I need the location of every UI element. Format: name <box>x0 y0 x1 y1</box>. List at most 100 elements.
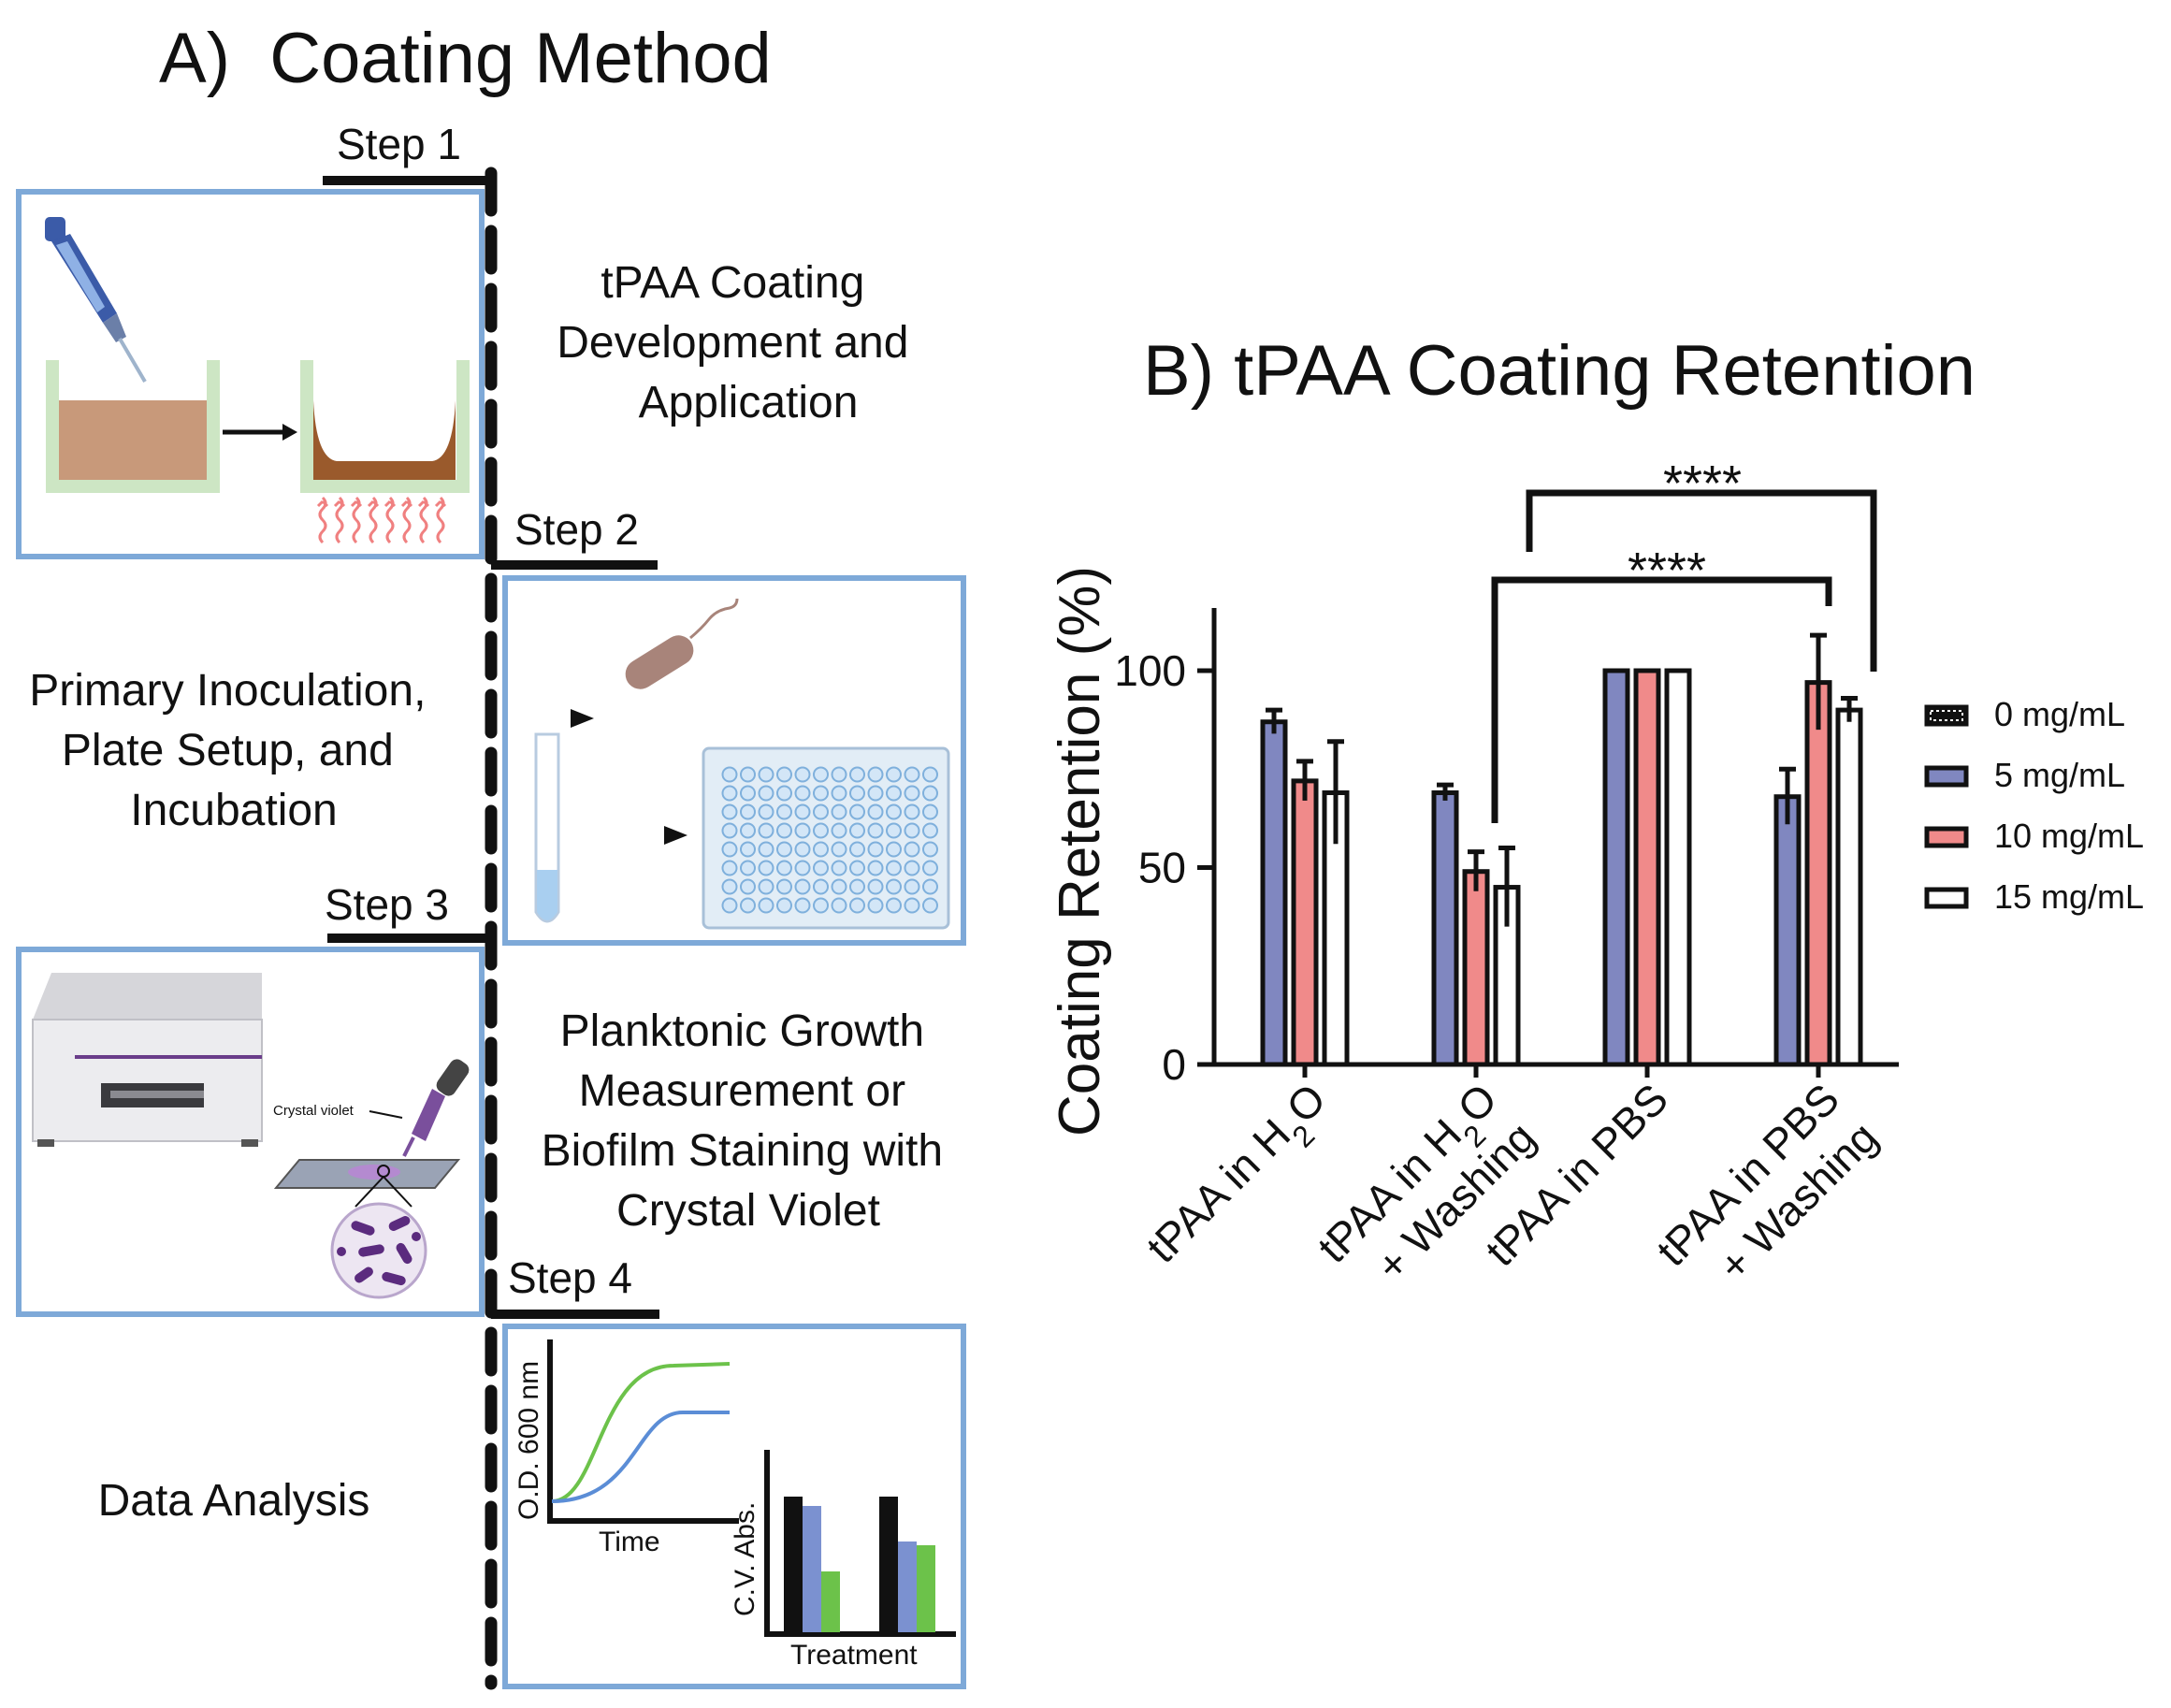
panel-b: B) tPAA Coating Retention Coating Retent… <box>1048 331 2144 1290</box>
plate-well <box>758 841 774 858</box>
cv-bar <box>879 1497 898 1632</box>
step-3-illustration: Crystal violet <box>16 947 485 1317</box>
y-axis-label: Coating Retention (%) <box>1048 566 1112 1136</box>
plate-well <box>867 897 884 914</box>
plate-well <box>886 766 902 783</box>
step-1-line-3: Application <box>639 378 859 427</box>
plate-well <box>794 766 811 783</box>
growth-plot: O.D. 600 nm Time <box>514 1339 739 1557</box>
panel-b-title: B) tPAA Coating Retention <box>1143 331 1976 411</box>
step-4-illustration: O.D. 600 nm Time C.V. Abs. Treatment <box>502 1324 966 1689</box>
plate-well <box>831 822 847 839</box>
plate-well <box>849 860 865 876</box>
plate-reader-icon <box>32 973 263 1147</box>
bar <box>1773 794 1802 1067</box>
step-1-label: Step 1 <box>337 120 461 168</box>
step-1-line-2: Development and <box>557 318 908 368</box>
cv-bar <box>898 1542 917 1632</box>
plate-well <box>922 878 938 895</box>
plate-well <box>794 822 811 839</box>
plate-well <box>794 860 811 876</box>
legend-swatch-pattern <box>1930 710 1963 721</box>
plate-well <box>867 785 884 802</box>
plate-well <box>849 803 865 820</box>
plate-well <box>922 897 938 914</box>
plate-well <box>886 897 902 914</box>
legend-label: 10 mg/mL <box>1994 817 2144 855</box>
plate-well <box>922 766 938 783</box>
step-3-line-4: Crystal Violet <box>616 1186 880 1236</box>
plate-well <box>740 841 756 858</box>
bar <box>1664 668 1692 1067</box>
plate-well <box>758 860 774 876</box>
plate-well <box>886 822 902 839</box>
plate-well <box>721 822 738 839</box>
plate-well <box>886 860 902 876</box>
growth-curve-green <box>551 1362 731 1503</box>
plate-well <box>886 841 902 858</box>
heat-waves-icon <box>316 496 447 544</box>
plate-well <box>813 803 829 820</box>
step-1-box <box>16 189 485 559</box>
plate-well <box>721 803 738 820</box>
bar <box>1260 719 1288 1067</box>
plate-well <box>776 803 792 820</box>
slide-icon <box>273 1159 461 1208</box>
bar <box>1462 869 1490 1067</box>
legend-swatch <box>1924 765 1969 788</box>
bar <box>1804 680 1832 1067</box>
plate-well <box>794 803 811 820</box>
plate-well <box>922 860 938 876</box>
plate-well <box>758 878 774 895</box>
well-plate-icon <box>702 746 950 930</box>
step-2-label: Step 2 <box>514 505 639 554</box>
plate-well <box>849 878 865 895</box>
plate-well <box>721 860 738 876</box>
plate-well <box>831 841 847 858</box>
plate-well <box>776 766 792 783</box>
cv-plot-xlabel: Treatment <box>790 1640 918 1671</box>
cv-bar <box>784 1497 803 1632</box>
plate-well <box>831 803 847 820</box>
step-1-illustration <box>16 189 485 559</box>
significance-label-lower: **** <box>1628 543 1706 599</box>
step-2-illustration <box>502 575 966 946</box>
step-3-description: Planktonic Growth Measurement or Biofilm… <box>542 1006 956 1236</box>
plate-well <box>886 785 902 802</box>
plate-well <box>849 897 865 914</box>
legend-swatch <box>1924 826 1969 848</box>
plate-well <box>794 841 811 858</box>
arrow-to-plate-icon <box>664 826 687 845</box>
plate-well <box>922 785 938 802</box>
plate-well <box>794 897 811 914</box>
plate-well <box>794 878 811 895</box>
plate-well <box>776 878 792 895</box>
crystal-violet-label: Crystal violet <box>273 1103 355 1119</box>
plate-well <box>904 803 920 820</box>
plate-well <box>831 785 847 802</box>
pipette-icon <box>45 217 147 384</box>
arrow-right-icon <box>223 424 297 441</box>
plate-well <box>794 785 811 802</box>
plate-well <box>740 897 756 914</box>
y-tick-label: 0 <box>1162 1040 1186 1089</box>
plate-well <box>813 841 829 858</box>
significance-bracket-lower <box>1491 576 1832 823</box>
stained-bacteria-icon <box>330 1202 427 1299</box>
plate-well <box>758 822 774 839</box>
plate-well <box>813 822 829 839</box>
plate-well <box>922 803 938 820</box>
plate-well <box>740 860 756 876</box>
plate-well <box>904 822 920 839</box>
arrow-to-bacterium-icon <box>571 709 594 728</box>
plate-well <box>813 766 829 783</box>
plate-well <box>776 785 792 802</box>
significance-brackets: ******** <box>1491 456 1877 823</box>
plate-well <box>776 860 792 876</box>
step-3-line-1: Planktonic Growth <box>560 1006 925 1056</box>
step-2-line-3: Incubation <box>130 786 338 835</box>
cv-plot: C.V. Abs. Treatment <box>730 1450 956 1671</box>
plate-well <box>867 803 884 820</box>
